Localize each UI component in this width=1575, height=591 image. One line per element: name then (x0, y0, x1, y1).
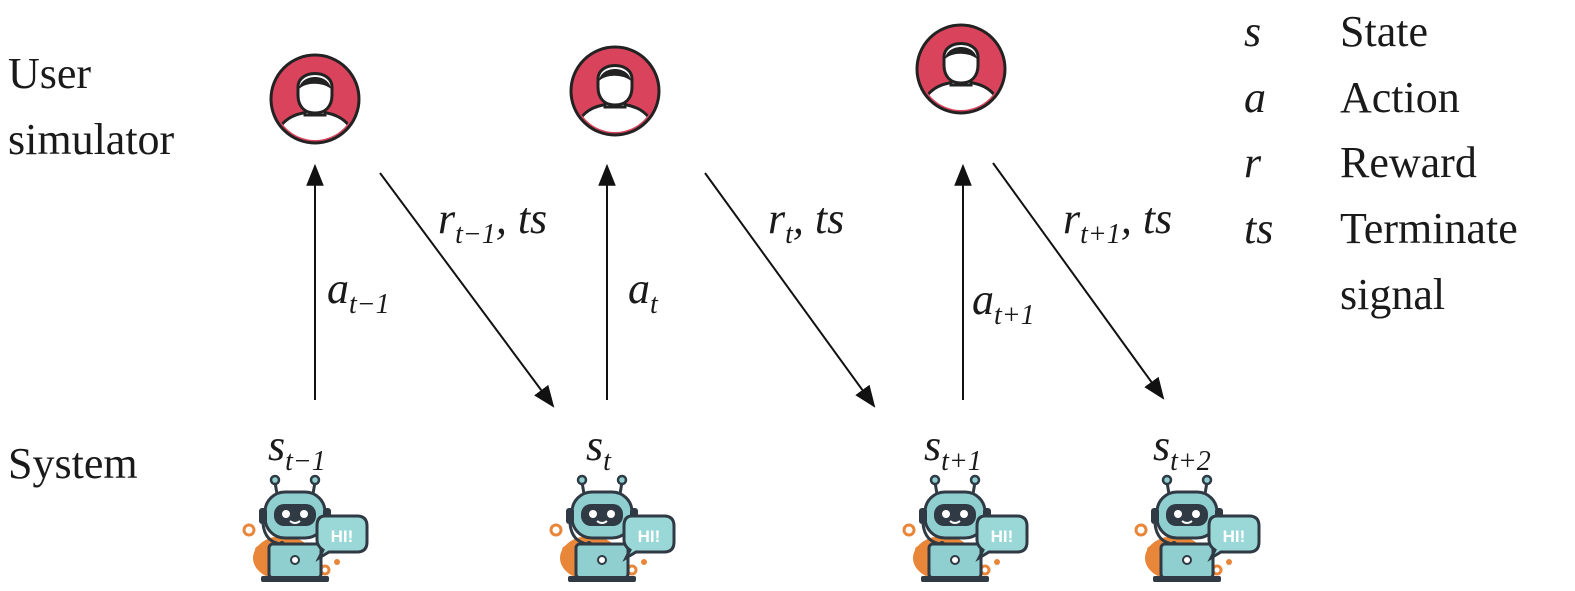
robot-badge-text: HI! (638, 527, 661, 546)
legend-label: Terminate (1340, 204, 1518, 253)
user-icon (271, 55, 359, 143)
robot-badge-text: HI! (331, 527, 354, 546)
legend-symbol: r (1244, 138, 1262, 187)
state-label: st+2 (1153, 421, 1211, 477)
robot-icon: HI! (902, 474, 1029, 584)
robot-icon: HI! (1134, 474, 1261, 584)
feedback-label: rt, ts (768, 194, 844, 250)
legend-label-continuation: signal (1340, 270, 1445, 319)
user-icon (571, 47, 659, 135)
action-label: at+1 (972, 275, 1035, 331)
state-label: st+1 (924, 421, 982, 477)
robot-badge-text: HI! (1223, 527, 1246, 546)
feedback-arrow (992, 162, 1165, 400)
legend-label: Reward (1340, 138, 1477, 187)
system-row-label: System (8, 439, 138, 488)
state-label: st (586, 421, 612, 477)
legend-symbol: a (1244, 73, 1266, 122)
feedback-arrow (704, 172, 876, 408)
action-label: at−1 (327, 264, 390, 320)
feedback-label: rt+1, ts (1063, 194, 1172, 250)
legend: s State a Action r Reward ts Terminate s… (1244, 7, 1518, 319)
legend-symbol: ts (1244, 204, 1273, 253)
legend-label: State (1340, 7, 1428, 56)
robot-icon: HI! (242, 474, 369, 584)
feedback-label: rt−1, ts (438, 194, 547, 250)
user-row-label-line1: User (8, 49, 91, 98)
legend-symbol: s (1244, 7, 1261, 56)
state-label: st−1 (268, 421, 326, 477)
legend-label: Action (1340, 73, 1460, 122)
feedback-arrow (379, 172, 555, 408)
action-label: at (628, 264, 659, 320)
user-row-label-line2: simulator (8, 115, 175, 164)
robot-badge-text: HI! (991, 527, 1014, 546)
robot-icon: HI! (549, 474, 676, 584)
user-icon (917, 25, 1005, 113)
